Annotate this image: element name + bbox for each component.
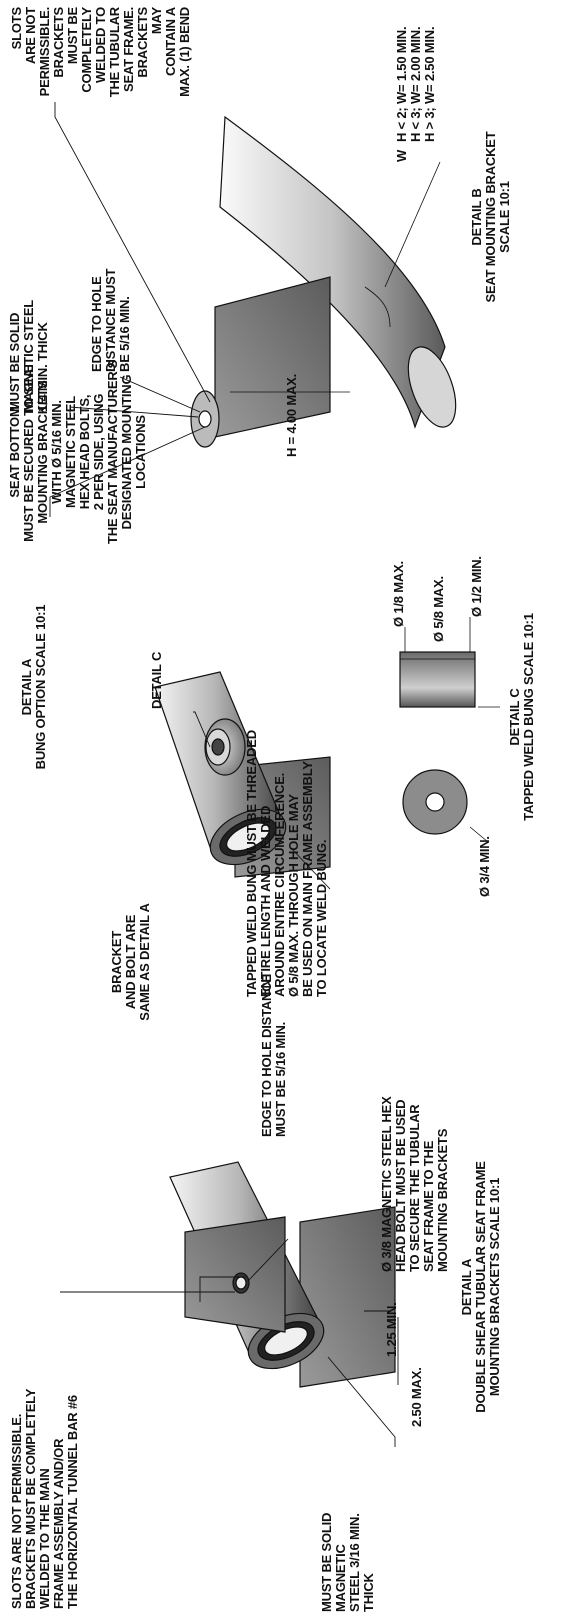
- detail-a-solid-steel-note: MUST BE SOLID MAGNETIC STEEL 3/16 MIN. T…: [319, 1512, 376, 1612]
- detail-a-dim-125: 1.25 MIN.: [384, 1302, 399, 1357]
- detail-b-slots-note: SLOTS ARE NOT PERMISSIBLE. BRACKETS MUST…: [9, 7, 192, 98]
- detail-b-solid-note: MUST BE SOLID MAGNETIC STEEL 1/4 MIN. TH…: [7, 299, 50, 412]
- detail-b-plate: [214, 276, 331, 438]
- bung-option-drawing: [154, 671, 331, 890]
- detail-a-drawing: [60, 1161, 399, 1447]
- bung-bracket-note: BRACKET AND BOLT ARE SAME AS DETAIL A: [109, 903, 152, 1021]
- detail-b-w-label: W: [394, 149, 409, 162]
- detail-b-tube: [219, 115, 446, 429]
- detail-a-dim-250: 2.50 MAX.: [409, 1367, 424, 1427]
- bung-detail-c-callout: DETAIL C: [149, 651, 164, 709]
- detail-a-bolt-note: Ø 3/8 MAGNETIC STEEL HEX HEAD BOLT MUST …: [379, 1096, 450, 1272]
- detail-a-edge-note: EDGE TO HOLE DISTANCE MUST BE 5/16 MIN.: [259, 974, 288, 1137]
- weld-bung-side-view: [399, 651, 476, 708]
- detail-a-caption: DETAIL A DOUBLE SHEAR TUBULAR SEAT FRAME…: [459, 1161, 502, 1413]
- detail-c-dim-34: Ø 3/4 MIN.: [477, 836, 492, 897]
- detail-c-dim-18: Ø 1/8 MAX.: [391, 561, 406, 627]
- detail-a-slots-note: SLOTS ARE NOT PERMISSIBLE. BRACKETS MUST…: [9, 1388, 80, 1609]
- detail-c-dim-58: Ø 5/8 MAX.: [431, 576, 446, 642]
- detail-a-lower-plate: [299, 1206, 396, 1388]
- weld-bung-hole: [425, 792, 445, 812]
- detail-b-h-dim: H = 4.00 MAX.: [284, 373, 299, 457]
- detail-b-bolt-hole: [198, 410, 212, 428]
- bung-weld-note: TAPPED WELD BUNG MUST BE THREADED ENTIRE…: [244, 730, 329, 997]
- detail-b-caption: DETAIL B SEAT MOUNTING BRACKET SCALE 10:…: [469, 131, 512, 303]
- detail-c-caption: DETAIL C TAPPED WELD BUNG SCALE 10:1: [507, 613, 536, 821]
- detail-b-w-table: H < 2; W= 1.50 MIN. H < 3; W= 2.00 MIN. …: [394, 26, 437, 142]
- detail-a-upper-plate: [184, 1216, 286, 1333]
- detail-b-edge-note: EDGE TO HOLE DISTANCE MUST BE 5/16 MIN.: [89, 268, 132, 372]
- detail-c-drawing: [399, 617, 500, 843]
- detail-c-dim-12: Ø 1/2 MIN.: [469, 556, 484, 617]
- bung-option-caption: DETAIL A BUNG OPTION SCALE 10:1: [19, 604, 48, 770]
- detail-b-drawing: [49, 102, 457, 517]
- w-dim-line: [384, 161, 441, 288]
